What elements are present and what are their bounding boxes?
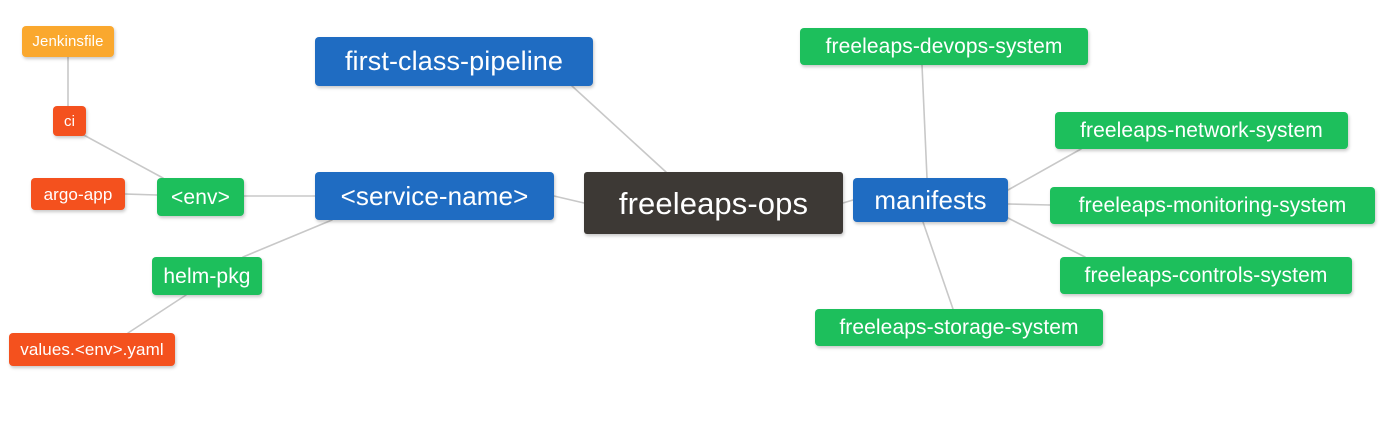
edge-argo-app-to-env bbox=[124, 193, 158, 196]
edge-freeleaps-ops-to-manifests bbox=[842, 199, 854, 204]
node-manifests[interactable]: manifests bbox=[853, 178, 1008, 222]
node-freeleaps-ops[interactable]: freeleaps-ops bbox=[584, 172, 843, 234]
node-freeleaps-storage-system[interactable]: freeleaps-storage-system bbox=[815, 309, 1103, 346]
node-ci[interactable]: ci bbox=[53, 106, 86, 136]
node-freeleaps-controls-system[interactable]: freeleaps-controls-system bbox=[1060, 257, 1352, 294]
edge-first-class-pipeline-to-freeleaps-ops bbox=[571, 85, 667, 173]
node-freeleaps-network-system[interactable]: freeleaps-network-system bbox=[1055, 112, 1348, 149]
edge-manifests-to-freeleaps-devops-system bbox=[921, 64, 928, 179]
edge-helm-pkg-to-service-name bbox=[242, 219, 333, 258]
node-argo-app[interactable]: argo-app bbox=[31, 178, 125, 210]
node-first-class-pipeline[interactable]: first-class-pipeline bbox=[315, 37, 593, 86]
edge-ci-to-env bbox=[79, 132, 164, 179]
node-jenkinsfile[interactable]: Jenkinsfile bbox=[22, 26, 114, 57]
node-freeleaps-monitoring-system[interactable]: freeleaps-monitoring-system bbox=[1050, 187, 1375, 224]
node-service-name[interactable]: <service-name> bbox=[315, 172, 554, 220]
edge-service-name-to-freeleaps-ops bbox=[553, 195, 585, 204]
edge-values-env-yaml-to-helm-pkg bbox=[127, 294, 187, 334]
node-env[interactable]: <env> bbox=[157, 178, 244, 216]
edge-manifests-to-freeleaps-monitoring-system bbox=[1007, 203, 1051, 206]
edge-manifests-to-freeleaps-network-system bbox=[1007, 148, 1082, 191]
node-values-env-yaml[interactable]: values.<env>.yaml bbox=[9, 333, 175, 366]
edge-manifests-to-freeleaps-storage-system bbox=[922, 221, 954, 310]
node-helm-pkg[interactable]: helm-pkg bbox=[152, 257, 262, 295]
node-freeleaps-devops-system[interactable]: freeleaps-devops-system bbox=[800, 28, 1088, 65]
